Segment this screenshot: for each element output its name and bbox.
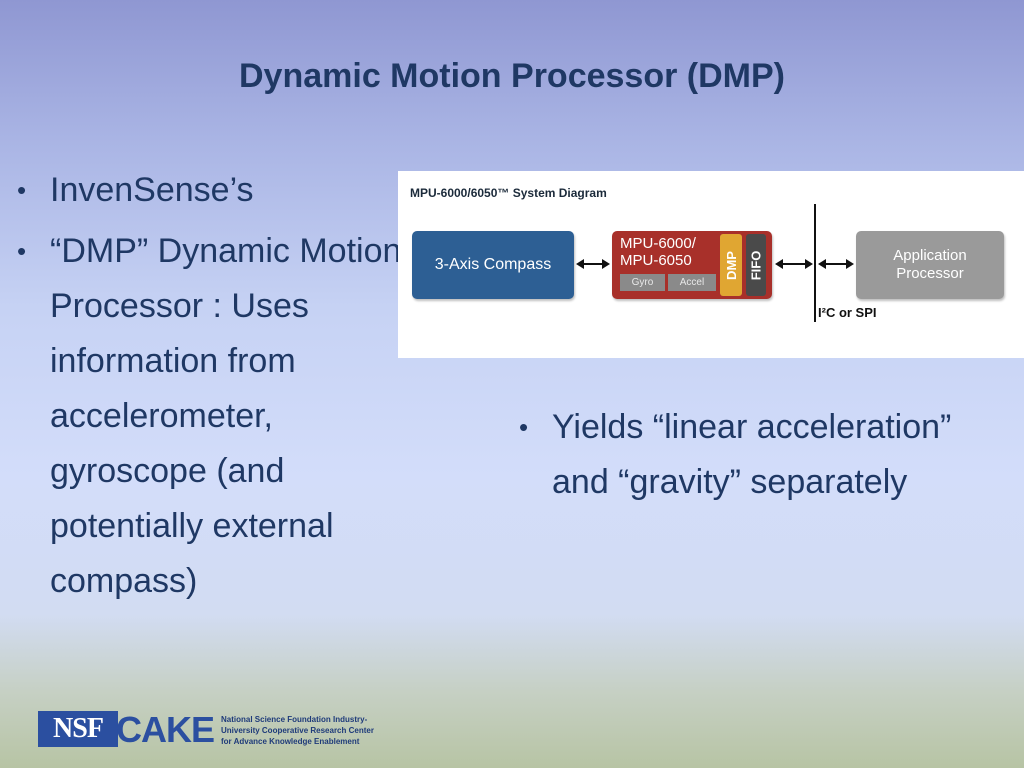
slide-title: Dynamic Motion Processor (DMP) xyxy=(239,57,785,95)
double-arrow-icon xyxy=(576,259,610,269)
bullet-item: • “DMP” Dynamic Motion Processor : Uses … xyxy=(14,224,434,609)
bullet-dot: • xyxy=(519,412,529,442)
application-processor-box: Application Processor xyxy=(856,231,1004,299)
mpu-box: MPU-6000/ MPU-6050 Gyro Accel DMP FIFO xyxy=(612,231,772,299)
dmp-label: DMP xyxy=(723,250,739,280)
accel-chip: Accel xyxy=(668,274,716,291)
mpu-line-1: MPU-6000/ xyxy=(620,235,696,252)
bullet-dot: • xyxy=(17,236,27,266)
right-bullet-list: • Yields “linear acceleration” and “grav… xyxy=(516,400,956,516)
bus-divider xyxy=(814,204,816,322)
double-arrow-icon xyxy=(818,259,854,269)
bullet-item: • Yields “linear acceleration” and “grav… xyxy=(516,400,956,510)
double-arrow-icon xyxy=(775,259,813,269)
diagram-title: MPU-6000/6050™ System Diagram xyxy=(410,186,607,200)
logo-cake: CAKE xyxy=(116,709,215,750)
logo-caption-line-2: University Cooperative Research Center xyxy=(221,726,374,735)
mpu-label: MPU-6000/ MPU-6050 xyxy=(620,235,696,269)
fifo-label: FIFO xyxy=(748,250,764,280)
bus-label: I²C or SPI xyxy=(818,305,877,320)
logo-caption: National Science Foundation Industry- Un… xyxy=(221,714,421,747)
logo-nsf: NSF xyxy=(38,711,118,747)
logo-caption-line-3: for Advance Knowledge Enablement xyxy=(221,737,360,746)
left-bullet-list: • InvenSense’s • “DMP” Dynamic Motion Pr… xyxy=(14,163,434,615)
app-line-2: Processor xyxy=(896,265,964,282)
bullet-dot: • xyxy=(17,175,27,205)
bullet-item: • InvenSense’s xyxy=(14,163,434,218)
mpu-line-2: MPU-6050 xyxy=(620,252,692,269)
logo-caption-line-1: National Science Foundation Industry- xyxy=(221,715,368,724)
system-diagram: MPU-6000/6050™ System Diagram 3-Axis Com… xyxy=(398,171,1024,358)
compass-box: 3-Axis Compass xyxy=(412,231,574,299)
gyro-chip: Gyro xyxy=(620,274,665,291)
bullet-text: “DMP” Dynamic Motion Processor : Uses in… xyxy=(50,232,402,600)
fifo-chip: FIFO xyxy=(746,234,766,296)
bullet-text: Yields “linear acceleration” and “gravit… xyxy=(552,408,952,501)
dmp-chip: DMP xyxy=(720,234,742,296)
app-line-1: Application xyxy=(893,247,967,264)
nsf-cake-logo: NSF CAKE National Science Foundation Ind… xyxy=(38,709,438,751)
bullet-text: InvenSense’s xyxy=(50,171,254,209)
compass-label: 3-Axis Compass xyxy=(434,256,552,273)
